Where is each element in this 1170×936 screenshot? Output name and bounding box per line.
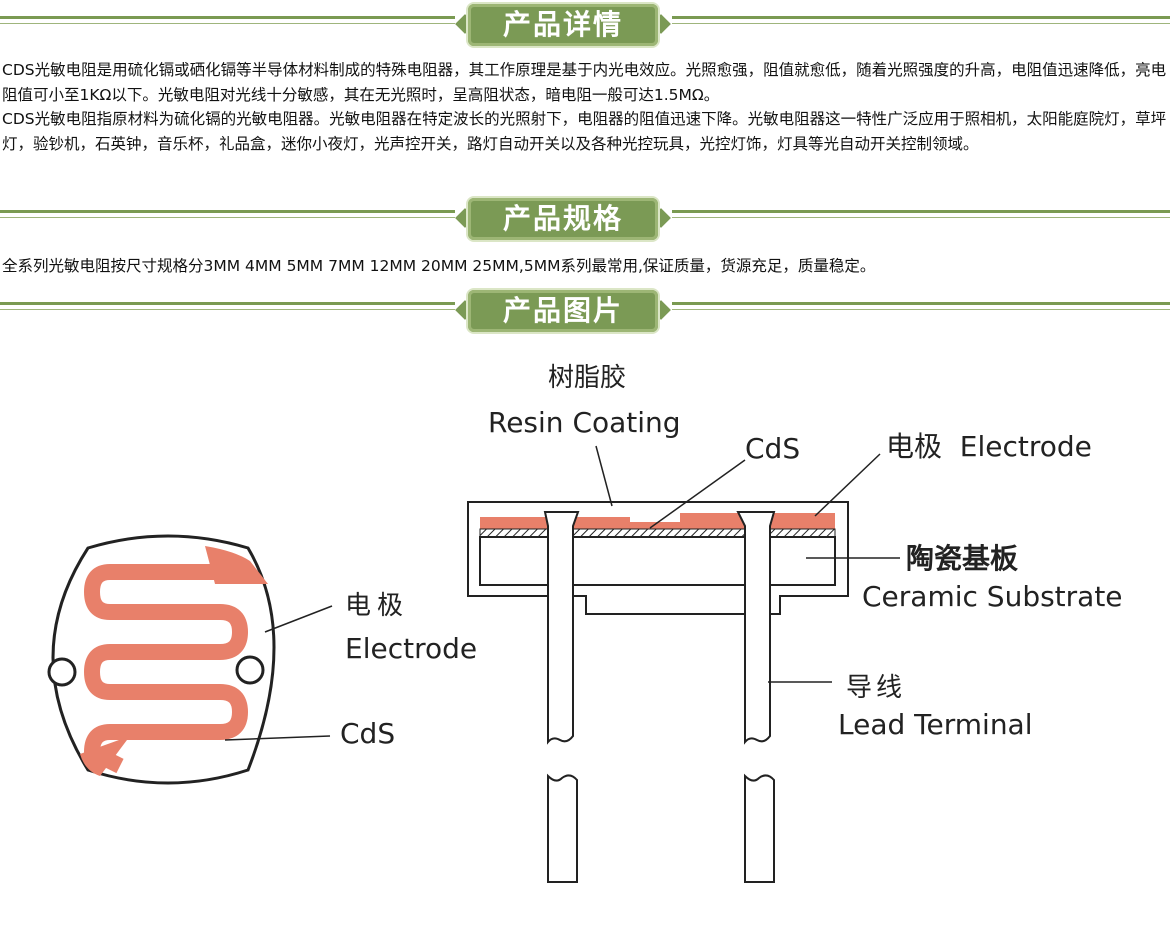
ceramic-substrate [479, 536, 836, 586]
label-lead-cn: 导线 [846, 673, 906, 703]
label-electrode-cn: 电极 [345, 591, 409, 621]
photoresistor-diagram: 电极 Electrode CdS 树脂胶 Resin Coating CdS 电… [47, 363, 1123, 883]
leader-cds-side [649, 459, 746, 529]
detail-text: CDS光敏电阻是用硫化镉或硒化镉等半导体材料制成的特殊电阻器，其工作原理是基于内… [2, 58, 1167, 156]
lead-wire-left [543, 511, 580, 883]
front-view: 电极 Electrode CdS [47, 534, 477, 785]
label-resin-cn: 树脂胶 [548, 363, 626, 393]
label-substrate-en: Ceramic Substrate [862, 580, 1123, 613]
leader-cds [224, 735, 331, 741]
cds-layer-mid [630, 522, 680, 529]
section-title: 产品规格 [468, 198, 658, 240]
label-cds-front: CdS [340, 717, 395, 750]
leader-electrode-side [814, 453, 881, 517]
section-header-spec: 产品规格 [0, 196, 1170, 244]
label-resin-en: Resin Coating [488, 406, 681, 439]
leader-electrode [264, 605, 333, 633]
spec-paragraph: 全系列光敏电阻按尺寸规格分3MM 4MM 5MM 7MM 12MM 20MM 2… [2, 257, 876, 275]
detail-paragraph-2: CDS光敏电阻指原材料为硫化镉的光敏电阻器。光敏电阻器在特定波长的光照射下，电阻… [2, 110, 1167, 153]
electrode-layer [479, 528, 836, 538]
lead-wire-right [736, 511, 776, 883]
side-view: 树脂胶 Resin Coating CdS 电极 Electrode 陶瓷基板 … [467, 363, 1123, 883]
section-header-detail: 产品详情 [0, 2, 1170, 50]
label-electrode-en: Electrode [345, 632, 477, 665]
section-title: 产品详情 [468, 4, 658, 46]
mounting-hole-right [235, 655, 265, 685]
label-substrate-cn: 陶瓷基板 [906, 542, 1018, 575]
cds-track [84, 564, 248, 774]
section-header-picture: 产品图片 [0, 288, 1170, 336]
label-lead-en: Lead Terminal [838, 708, 1033, 741]
leader-resin [595, 445, 613, 507]
label-electrode-side: 电极 Electrode [886, 430, 1092, 463]
detail-paragraph-1: CDS光敏电阻是用硫化镉或硒化镉等半导体材料制成的特殊电阻器，其工作原理是基于内… [2, 61, 1167, 104]
section-title: 产品图片 [468, 290, 658, 332]
spec-text: 全系列光敏电阻按尺寸规格分3MM 4MM 5MM 7MM 12MM 20MM 2… [2, 254, 1167, 279]
label-cds-side: CdS [745, 432, 800, 465]
mounting-hole-left [47, 657, 77, 687]
